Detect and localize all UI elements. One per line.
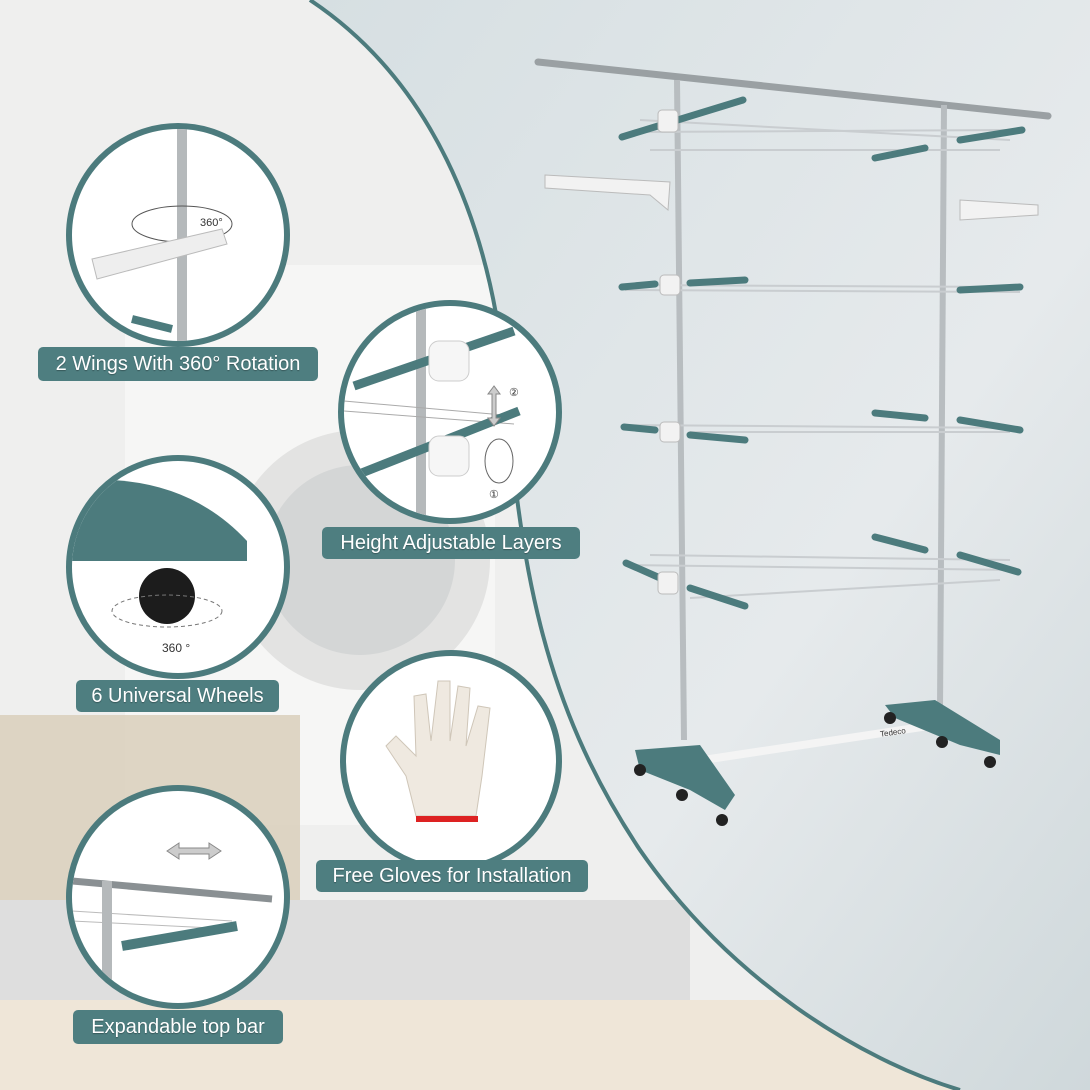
product-panel — [310, 0, 1090, 1090]
drying-rack — [534, 58, 1052, 826]
feature-label-height: Height Adjustable Layers — [322, 527, 580, 559]
panel-curve-border — [308, 0, 961, 1090]
top-bar-illustration — [72, 842, 273, 1003]
base-bar — [689, 721, 936, 766]
height-adjust-detail: ② ① — [338, 300, 562, 524]
wheel-rotation-annotation: 360 ° — [162, 641, 191, 655]
step-two-marker: ② — [509, 387, 519, 399]
feature-label-wheels: 6 Universal Wheels — [76, 680, 279, 712]
wheel-detail: 360 ° — [66, 455, 290, 679]
feature-label-wings: 2 Wings With 360° Rotation — [38, 347, 318, 381]
glove-icon — [385, 680, 491, 822]
feature-label-top-bar: Expandable top bar — [73, 1010, 283, 1044]
rotation-annotation: 360° — [200, 217, 223, 229]
height-adjust-illustration — [344, 306, 521, 518]
wheel-illustration — [72, 479, 247, 628]
step-one-marker: ① — [489, 489, 499, 501]
feature-label-gloves: Free Gloves for Installation — [316, 860, 588, 892]
right-foot — [885, 700, 1000, 755]
top-bar-detail — [66, 785, 290, 1009]
top-bar — [534, 58, 1052, 120]
left-pole — [674, 79, 687, 741]
gloves-detail — [340, 650, 562, 872]
wing-rotation-illustration — [91, 129, 233, 341]
left-foot — [635, 745, 735, 810]
wing-rotation-detail: 360° — [66, 123, 290, 347]
right-pole — [937, 104, 947, 711]
